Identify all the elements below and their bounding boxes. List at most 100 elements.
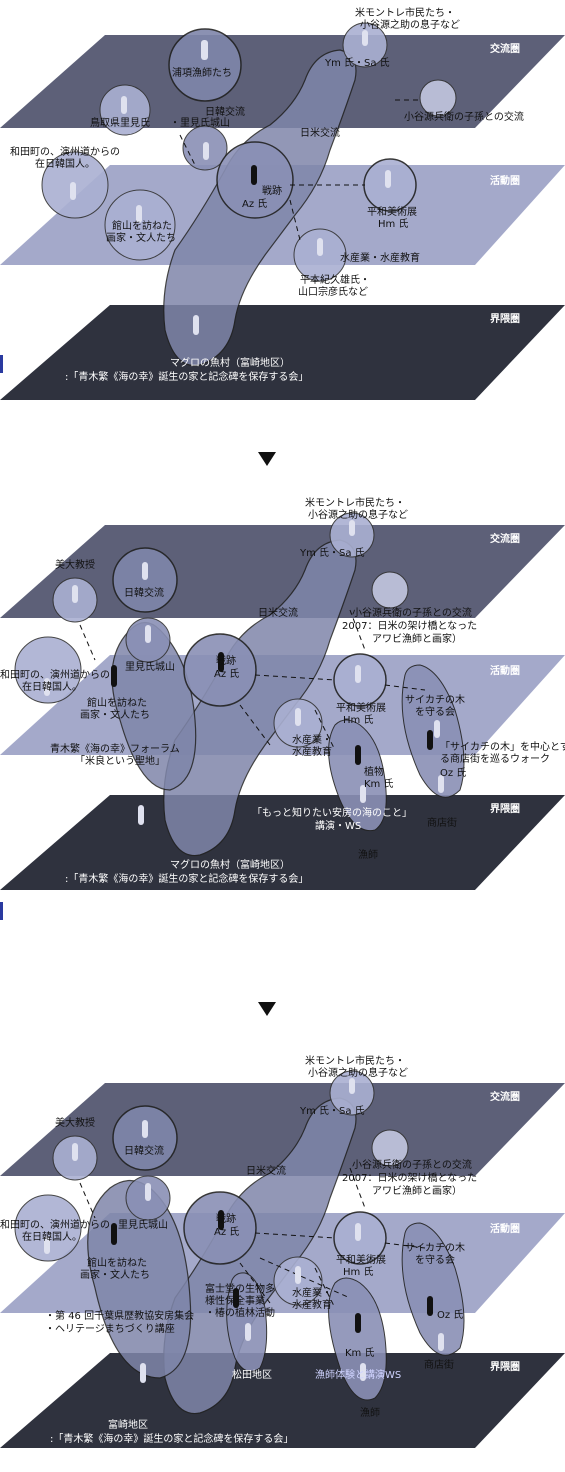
hiramoto-label-2: 山口宗彦氏など xyxy=(298,287,368,298)
wada-figure xyxy=(111,1223,117,1245)
saikachi-label-1: サイカチの木 xyxy=(405,695,465,706)
kotani-label-2: 2007：日米の架け橋となった xyxy=(342,621,478,632)
layer-label-activity: 活動圏 xyxy=(490,666,520,677)
shotengai-label: 商店街 xyxy=(427,818,457,829)
kotani-son-label: 小谷源之助の息子など xyxy=(308,510,408,521)
suisan-label-2: 水産教育 xyxy=(292,1300,332,1311)
nikkan-label: 日韓交流 xyxy=(205,107,245,118)
tateyama-label-1: 館山を訪ねた xyxy=(112,221,172,232)
km-blob xyxy=(328,1277,387,1401)
saikachi-label-1: サイカチの木 xyxy=(405,1243,465,1254)
bottom-caption-1: マグロの魚村（富崎地区） xyxy=(170,358,290,369)
az-figure xyxy=(218,1210,224,1230)
kotani-circle xyxy=(371,1129,409,1167)
az-label: Az 氏 xyxy=(214,669,240,680)
oz-figure xyxy=(427,1296,433,1316)
layer-label-activity: 活動圏 xyxy=(490,176,520,187)
saikachi-label-2: を守る会 xyxy=(415,1255,455,1266)
wadacho-label-2: 在日韓国人。 xyxy=(35,159,95,170)
kotani-grand-label: 小谷源兵衛の子孫との交流 xyxy=(404,112,524,123)
stage-3-figures xyxy=(44,1078,444,1383)
satomi-label: ・里見氏城山 xyxy=(170,118,230,129)
ryoshi-ws-label: 漁師体験と講演WS xyxy=(315,1370,402,1381)
oz-label: Oz 氏 xyxy=(440,768,467,779)
usa-residents-label: 米モントレ市民たち・ xyxy=(305,498,405,509)
oz-figure xyxy=(427,730,433,750)
ym-sa-label: Ym 氏・Sa 氏 xyxy=(325,58,390,69)
az-figure xyxy=(218,652,224,672)
wada-circle xyxy=(14,1194,82,1262)
stage-2-diagram xyxy=(0,512,565,890)
heiwa-label: 平和美術展 xyxy=(336,703,386,714)
layer-label-field: 界隈圏 xyxy=(490,1362,520,1373)
walk-label-2: る商店街を巡るウォーク xyxy=(440,754,550,765)
az-label: Az 氏 xyxy=(214,1227,240,1238)
wadacho-label-1: 和田町の、演州道からの xyxy=(0,1220,110,1231)
hm-label: Hm 氏 xyxy=(343,715,374,726)
bottom-caption-2: :「青木繁《海の幸》誕生の家と記念碑を保存する会」 xyxy=(65,372,309,383)
layer-label-exchange: 交流圏 xyxy=(490,44,520,55)
stage-3-connectors xyxy=(79,1167,426,1309)
shusei-label-3: ・椿の植林活動 xyxy=(205,1308,275,1319)
stage-1-figures xyxy=(70,30,391,335)
down-arrow-1 xyxy=(258,452,276,466)
hm-label: Hm 氏 xyxy=(343,1267,374,1278)
bottom-caption-1: 富崎地区 xyxy=(108,1420,148,1431)
shokubutsu-label: 植物 xyxy=(364,767,384,778)
history-label-1: ・第 46 回千葉県歴教協安房集会 xyxy=(45,1311,195,1322)
tateyama-label-2: 画家・文人たち xyxy=(80,710,150,721)
stage-1: 交流圏 活動圏 界隈圏 米モントレ市民たち・ 小谷源之助の息子など 浦項漁師たち… xyxy=(0,0,565,420)
km-figure xyxy=(355,1313,361,1333)
hm-label: Hm 氏 xyxy=(378,219,409,230)
wadacho-label-1: 和田町の、演州道からの xyxy=(0,670,110,681)
nikkan-label: 日韓交流 xyxy=(124,1146,164,1157)
shusei-label-1: 富士堂の生物多 xyxy=(205,1284,275,1295)
bottom-caption-2: :「青木繁《海の幸》誕生の家と記念碑を保存する会」 xyxy=(65,874,309,885)
km-label: Km 氏 xyxy=(345,1348,375,1359)
kotani-circle xyxy=(419,79,457,117)
tottori-label: 鳥取県里見氏 xyxy=(90,118,150,129)
stage-2-figures xyxy=(44,520,444,825)
kotani-circle xyxy=(371,571,409,609)
oz-label: Oz 氏 xyxy=(437,1310,464,1321)
kotani-son-label: 小谷源之助の息子など xyxy=(360,20,460,31)
suisan-label: 水産業・水産教育 xyxy=(340,253,420,264)
nichibei-label: 日米交流 xyxy=(300,128,340,139)
edge-marker xyxy=(0,902,3,920)
suisan-label-1: 水産業・ xyxy=(292,1288,332,1299)
heiwa-label: 平和美術展 xyxy=(367,207,417,218)
wadacho-label-2: 在日韓国人。 xyxy=(22,682,82,693)
wadacho-label-2: 在日韓国人。 xyxy=(22,1232,82,1243)
wada-figure xyxy=(111,665,117,687)
km-label: Km 氏 xyxy=(364,779,394,790)
layer-label-field: 界隈圏 xyxy=(490,314,520,325)
bidai-label: 美大教授 xyxy=(55,1118,95,1129)
walk-label-1: 「サイカチの木」を中心とす xyxy=(440,742,565,753)
suisan-label-2: 水産教育 xyxy=(292,747,332,758)
tomisaki-blob xyxy=(163,1097,357,1415)
kotani-son-label: 小谷源之助の息子など xyxy=(308,1068,408,1079)
kotani-label-3: アワビ漁師と画家） xyxy=(372,634,462,645)
km-figure xyxy=(355,745,361,765)
forum-label-2: 「米良という聖地」 xyxy=(75,756,165,767)
tateyama-label-1: 館山を訪ねた xyxy=(87,1258,147,1269)
ryoshi-label: 漁師 xyxy=(358,850,378,861)
kotani-label-1: 小谷源兵衛の子孫との交流 xyxy=(352,608,472,619)
matsuda-figure xyxy=(233,1288,239,1308)
hiramoto-label-1: 平本紀久雄氏・ xyxy=(300,275,370,286)
ura-label: 浦項漁師たち xyxy=(172,68,232,79)
kotani-label-3: アワビ漁師と画家） xyxy=(372,1186,462,1197)
matsuda-label: 松田地区 xyxy=(232,1370,272,1381)
ryoshi-label: 漁師 xyxy=(360,1408,380,1419)
satomi-label: 里見氏城山 xyxy=(125,662,175,673)
wadacho-label-1: 和田町の、演州道からの xyxy=(10,147,120,158)
senseki-label: 戦跡 xyxy=(262,186,282,197)
ym-sa-label: Ym 氏・Sa 氏 xyxy=(300,1106,365,1117)
sea-label-2: 講演・WS xyxy=(315,821,362,832)
saikachi-blob xyxy=(401,664,465,798)
kotani-label-2: 2007：日米の架け橋となった xyxy=(342,1173,478,1184)
tateyama-label-1: 館山を訪ねた xyxy=(87,698,147,709)
nichibei-label: 日米交流 xyxy=(258,608,298,619)
bottom-caption-1: マグロの魚村（富崎地区） xyxy=(170,860,290,871)
sea-label-1: 「もっと知りたい安房の海のこと」 xyxy=(252,808,412,819)
